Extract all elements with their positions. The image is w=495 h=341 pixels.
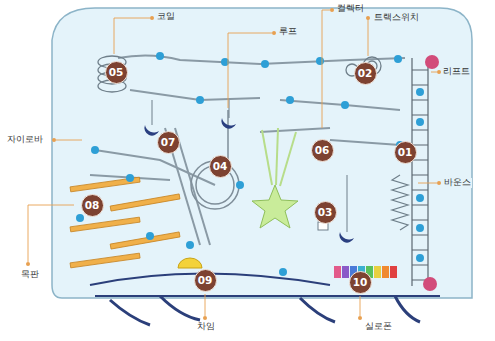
wooden-planks	[70, 177, 180, 268]
part-label: 리프트	[442, 67, 471, 77]
callout-text: 07	[161, 137, 176, 148]
callout-number: 10	[349, 271, 372, 294]
part-label: 차임	[196, 322, 216, 332]
callout-number: 09	[194, 269, 217, 292]
part-label: 루프	[278, 27, 298, 37]
part-label: 목판	[20, 270, 40, 280]
callout-text: 09	[198, 275, 213, 286]
callout-text: 01	[398, 147, 413, 158]
callout-number: 05	[105, 61, 128, 84]
callout-number: 06	[311, 139, 334, 162]
callout-text: 04	[213, 161, 228, 172]
callout-number: 02	[354, 62, 377, 85]
callout-number: 08	[81, 194, 104, 217]
bounce-spring	[392, 175, 408, 230]
loop	[191, 110, 239, 209]
part-label: 자이로바	[6, 135, 44, 145]
collector-star	[252, 185, 298, 228]
callout-number: 01	[394, 141, 417, 164]
pendulum-strings	[152, 100, 347, 232]
callout-text: 08	[85, 200, 100, 211]
chime	[178, 258, 202, 268]
part-label: 실로폰	[364, 322, 393, 332]
part-label: 컬렉터	[336, 4, 365, 14]
leader-lines	[28, 10, 437, 316]
part-label: 트랙스위치	[373, 13, 420, 23]
part-label: 코일	[156, 12, 176, 22]
callout-number: 07	[157, 131, 180, 154]
callout-text: 10	[353, 277, 368, 288]
callout-text: 03	[318, 207, 333, 218]
glass-panel	[52, 8, 472, 298]
callout-number: 03	[314, 201, 337, 224]
callout-text: 02	[358, 68, 373, 79]
pendulums	[144, 118, 354, 243]
chime-rail	[90, 274, 330, 286]
callout-text: 06	[315, 145, 330, 156]
callout-number: 04	[209, 155, 232, 178]
tracks	[90, 55, 405, 245]
lift-gear	[423, 55, 439, 291]
stand	[95, 296, 440, 325]
part-label: 바운스	[443, 178, 472, 188]
marbles	[76, 52, 424, 276]
collector-funnel	[262, 128, 296, 186]
leader-dots	[26, 8, 441, 320]
callout-text: 05	[109, 67, 124, 78]
lift	[412, 58, 428, 286]
